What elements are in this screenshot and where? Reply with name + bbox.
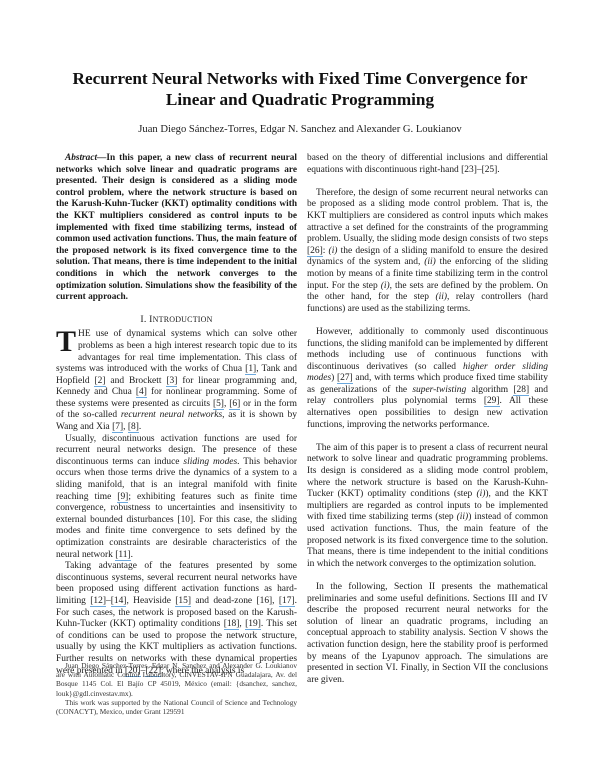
right-column: based on the theory of differential incl… [307, 153, 548, 686]
affiliation-note: Juan Diego Sánchez-Torres, Edgar N. Sanc… [56, 661, 297, 698]
citation-link[interactable]: [12] [90, 595, 106, 607]
footnote: Juan Diego Sánchez-Torres, Edgar N. Sanc… [56, 661, 297, 716]
citation-link[interactable]: [7] [112, 422, 124, 434]
citation-link[interactable]: [28] [513, 384, 530, 396]
right-paragraph-3: The aim of this paper is to present a cl… [307, 442, 548, 569]
citation-link[interactable]: [26] [307, 245, 323, 257]
intro-paragraph-3: Taking advantage of the features present… [56, 561, 297, 677]
funding-note: This work was supported by the National … [56, 697, 297, 717]
author-list: Juan Diego Sánchez-Torres, Edgar N. Sanc… [138, 124, 462, 135]
citation-link[interactable]: [22] [145, 665, 162, 677]
citation-link[interactable]: [6] [229, 398, 241, 410]
title-line-2: Linear and Quadratic Programming [165, 90, 435, 109]
drop-cap: T [56, 325, 77, 359]
citation-link[interactable]: [4] [135, 387, 147, 399]
citation-link[interactable]: [20] [124, 665, 141, 677]
citation-link[interactable]: [11] [115, 549, 131, 561]
abstract: Abstract—In this paper, a new class of r… [56, 153, 297, 303]
right-paragraph-2: However, additionally to commonly used d… [307, 326, 548, 430]
right-paragraph-0: based on the theory of differential incl… [307, 153, 548, 175]
abstract-label: Abstract [65, 153, 98, 163]
citation-link[interactable]: [8] [127, 422, 139, 434]
citation-link[interactable]: [5] [212, 398, 224, 410]
citation-link[interactable]: [19] [245, 619, 261, 631]
paper-title: Recurrent Neural Networks with Fixed Tim… [0, 68, 600, 110]
citation-link[interactable]: [2] [94, 375, 106, 387]
title-line-1: Recurrent Neural Networks with Fixed Tim… [72, 69, 528, 88]
citation-link[interactable]: [18] [223, 619, 240, 631]
citation-link[interactable]: [27] [336, 373, 353, 385]
citation-link[interactable]: [14] [110, 595, 127, 607]
left-column: Abstract—In this paper, a new class of r… [56, 153, 297, 677]
right-paragraph-1: Therefore, the design of some recurrent … [307, 187, 549, 314]
citation-link[interactable]: [1] [245, 364, 257, 376]
citation-link[interactable]: [15] [175, 595, 191, 607]
citation-link[interactable]: [3] [166, 375, 178, 387]
section-heading-introduction: I. INTRODUCTION [140, 313, 213, 325]
citation-link[interactable]: [17] [278, 595, 295, 607]
right-paragraph-4: In the following, Section II presents th… [307, 581, 548, 685]
intro-paragraph-2: Usually, discontinuous activation functi… [56, 433, 298, 561]
abstract-text: In this paper, a new class of recurrent … [56, 153, 297, 303]
citation-link[interactable]: [29] [483, 396, 500, 408]
citation-link[interactable]: [9] [117, 491, 129, 503]
